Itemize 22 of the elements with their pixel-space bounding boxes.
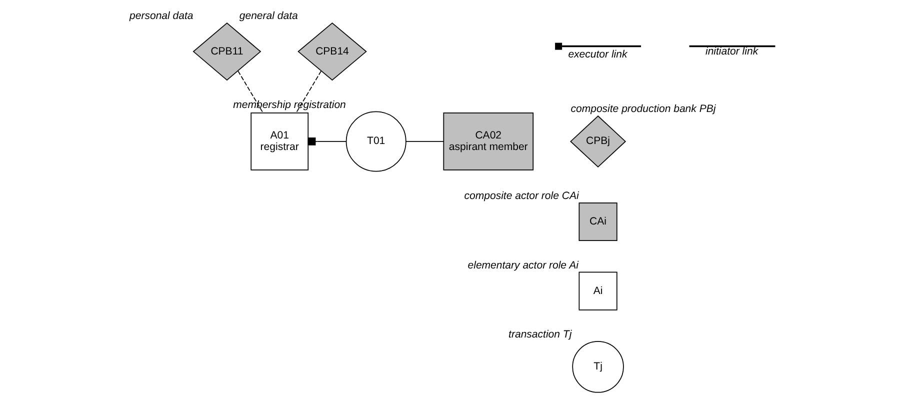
node-circle: Tj bbox=[572, 341, 624, 393]
node-label: general data bbox=[238, 10, 298, 22]
node-box: A01 registrar bbox=[250, 112, 308, 170]
connector bbox=[404, 141, 444, 142]
node-box: CA02 aspirant member bbox=[442, 112, 534, 170]
node-label: elementary actor role Ai bbox=[467, 259, 578, 272]
connector bbox=[307, 138, 346, 146]
node-circle: T01 bbox=[345, 111, 406, 172]
node-label: composite production bank PBj bbox=[570, 103, 716, 116]
node-diamond: CPB14 bbox=[297, 22, 366, 81]
node-box: Ai bbox=[578, 272, 617, 310]
node-label: composite actor role CAi bbox=[464, 190, 578, 202]
legend-label: initiator link bbox=[704, 46, 758, 58]
node-label: transaction Tj bbox=[508, 328, 572, 341]
node-label: membership registration bbox=[232, 98, 346, 111]
legend-label: executor link bbox=[568, 48, 627, 60]
node-label: personal data bbox=[129, 10, 193, 22]
node-diamond: CPBj bbox=[570, 115, 626, 168]
connector bbox=[237, 70, 263, 114]
node-diamond: CPB11 bbox=[192, 22, 261, 81]
connector bbox=[295, 70, 322, 114]
node-box: CAi bbox=[578, 202, 617, 242]
